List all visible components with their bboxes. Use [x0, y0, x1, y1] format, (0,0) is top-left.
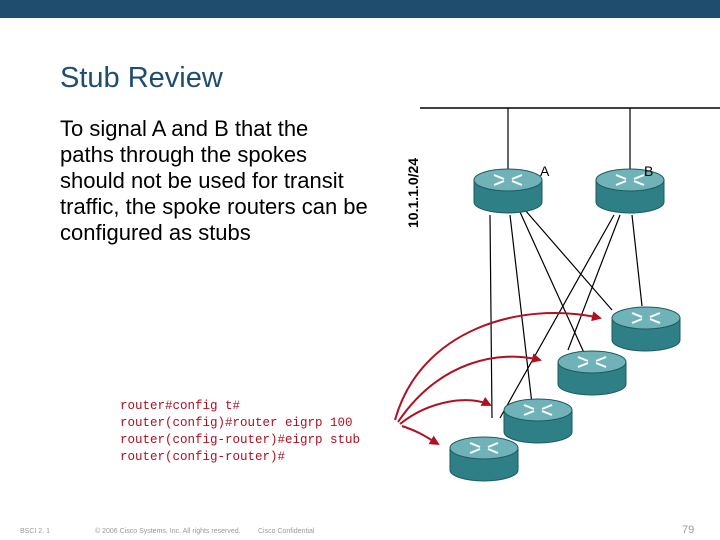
slide-body: To signal A and B that the paths through… — [60, 116, 390, 246]
router-icon — [557, 350, 627, 396]
link-line — [499, 214, 615, 419]
cli-line: router(config-router)# — [120, 450, 286, 464]
router-label: B — [644, 163, 653, 179]
cli-commands: router#config t# router(config)#router e… — [120, 398, 360, 466]
link-line — [567, 214, 621, 351]
router-icon — [449, 436, 519, 482]
cli-line: router#config t# — [120, 399, 241, 413]
link-line — [519, 211, 586, 356]
router-icon — [473, 168, 543, 214]
footer-course: BSCI 2. 1 — [20, 528, 50, 535]
router-icon — [503, 398, 573, 444]
arrow — [397, 353, 542, 423]
arrow — [401, 425, 440, 446]
body-line: paths through the spokes — [60, 142, 308, 167]
arrow — [399, 396, 492, 425]
cli-line: router(config-router)#eigrp stub — [120, 433, 361, 447]
cli-line: router(config)#router eigrp 100 — [120, 416, 353, 430]
link-line — [631, 214, 643, 307]
link-line — [489, 214, 493, 419]
router-icon — [595, 168, 665, 214]
body-line: traffic, the spoke routers can be — [60, 194, 368, 219]
page-number: 79 — [682, 524, 695, 536]
link-line — [509, 214, 533, 405]
footer-copyright: © 2006 Cisco Systems, Inc. All rights re… — [95, 528, 241, 535]
subnet-label: 10.1.1.0/24 — [405, 157, 421, 228]
arrow — [394, 311, 602, 421]
top-banner — [0, 0, 720, 18]
footer-confidential: Cisco Confidential — [258, 528, 315, 535]
body-line: configured as stubs — [60, 220, 251, 245]
router-icon — [611, 306, 681, 352]
link-line — [524, 209, 613, 311]
router-label: A — [540, 163, 550, 179]
slide-title: Stub Review — [60, 62, 223, 94]
body-line: To signal A and B that the — [60, 116, 309, 141]
body-line: should not be used for transit — [60, 168, 344, 193]
